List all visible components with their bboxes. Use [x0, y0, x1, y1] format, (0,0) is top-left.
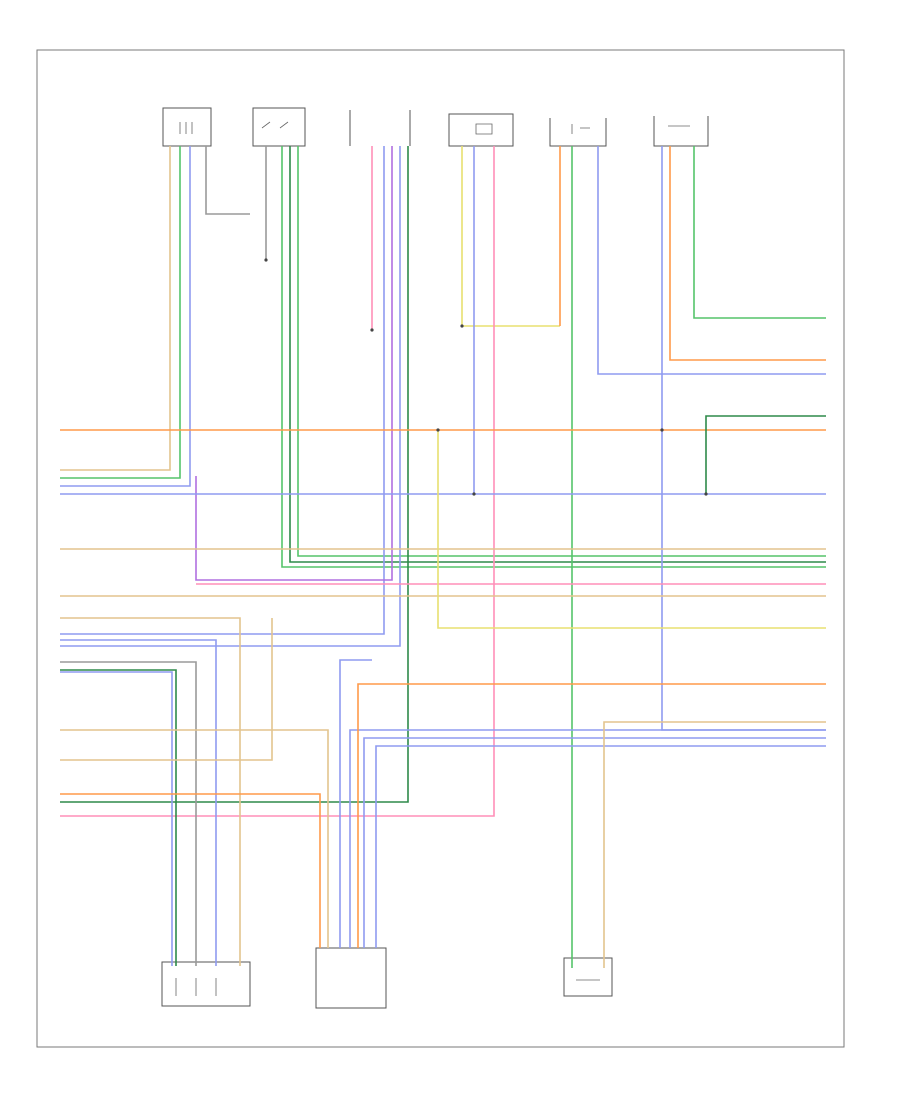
wire-gray-c1 [205, 146, 250, 215]
component-box-6 [653, 116, 709, 147]
wire-pink-c4 [60, 146, 495, 817]
wire-yellow-right [437, 430, 826, 629]
component-box-1 [162, 107, 212, 147]
wire-blue-c1 [60, 146, 191, 487]
wire-blue-c6 [661, 146, 826, 731]
wire-blue-c3c [60, 146, 401, 647]
wire-dkgreen-left-4 [60, 669, 177, 966]
wire-dkgreen-right [705, 415, 826, 494]
wire-violet-c3b [195, 146, 393, 581]
diagram-frame [36, 49, 845, 1048]
wire-blue-b2-b [349, 729, 826, 948]
switch-symbol-2 [261, 121, 289, 129]
splice-node-5 [704, 492, 708, 496]
wire-blue-c5 [597, 146, 826, 375]
wire-blue-left-5 [60, 671, 173, 966]
relay-symbol-4 [475, 123, 493, 135]
splice-node-2 [460, 324, 464, 328]
wire-orange-c6 [669, 146, 826, 361]
wire-blue-b2-a [339, 659, 372, 948]
switch-symbol-1 [179, 122, 193, 134]
wire-blue-c3a [60, 146, 385, 635]
bottom-components [161, 947, 613, 1009]
wire-orange-left-8 [60, 793, 321, 948]
wire-orange-b2-e [357, 683, 826, 948]
wires [60, 146, 826, 968]
component-box-2 [252, 107, 306, 147]
splice-node-6 [660, 428, 664, 432]
component-box-bottom-2 [315, 947, 387, 1009]
component-box-5 [549, 118, 607, 147]
wire-green-c2c [297, 146, 826, 557]
wire-tan-left-7 [60, 618, 273, 761]
wire-blue-b2-d [375, 745, 826, 948]
wire-dkgreen-c2b [289, 146, 826, 563]
component-box-4 [448, 113, 514, 147]
top-components [162, 107, 709, 147]
wire-tan-left-1 [60, 617, 241, 966]
wire-yellow-c4 [461, 146, 560, 327]
splice-node-4 [472, 492, 476, 496]
wire-green-c1 [60, 146, 181, 479]
component-box-bottom-1 [161, 961, 251, 1007]
connector-symbol-bottom-1 [175, 978, 217, 996]
splice-node-7 [264, 258, 268, 262]
splice-node-3 [436, 428, 440, 432]
splice-nodes [264, 258, 708, 496]
sensor-symbol-5 [571, 124, 590, 134]
splice-node-1 [370, 328, 374, 332]
wire-gray-left-3 [60, 661, 197, 966]
wire-tan-c1 [60, 146, 171, 471]
wire-blue-left-2 [60, 639, 217, 966]
wire-tan-left-6 [60, 729, 329, 948]
wire-tan-right-bottom [603, 721, 826, 968]
wire-dkgreen-c3d [60, 146, 409, 803]
wire-green-c6 [693, 146, 826, 319]
wire-blue-b2-c [363, 737, 826, 948]
wire-green-c2a [281, 146, 826, 568]
component-box-3 [349, 110, 411, 146]
